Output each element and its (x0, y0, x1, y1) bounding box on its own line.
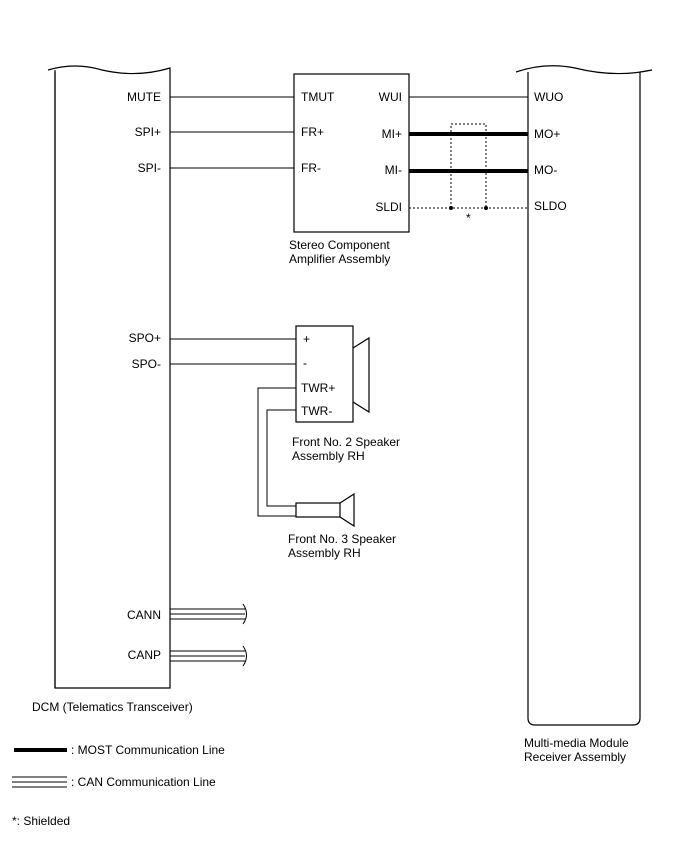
pin-fr-plus: FR+ (301, 125, 324, 139)
wire-twr-minus (266, 409, 296, 507)
pin-sldi: SLDI (375, 200, 402, 214)
pin-mo-plus: MO+ (534, 127, 560, 141)
speaker2-label-line2: Assembly RH (292, 449, 365, 463)
speaker2-box (295, 325, 354, 423)
legend-most-label: : MOST Communication Line (71, 743, 225, 757)
pin-wuo: WUO (534, 90, 563, 104)
pin-twr-plus: TWR+ (301, 381, 335, 395)
pin-mute: MUTE (127, 90, 161, 104)
speaker3-label-line1: Front No. 3 Speaker (288, 532, 396, 546)
pin-cann: CANN (127, 608, 161, 622)
dcm-body (47, 65, 171, 689)
shield-outline (450, 123, 487, 208)
receiver-body (515, 65, 653, 726)
pin-tmut: TMUT (301, 90, 335, 104)
pin-spi-minus: SPI- (138, 161, 161, 175)
pin-sldo: SLDO (534, 199, 567, 213)
pin-spo-minus: SPO- (132, 357, 161, 371)
pin-mo-minus: MO- (534, 163, 557, 177)
shield-mark: * (466, 211, 471, 225)
pin-wui: WUI (379, 90, 402, 104)
pin-speaker-minus: - (303, 356, 307, 370)
pin-fr-minus: FR- (301, 161, 321, 175)
speaker3-cone (339, 492, 355, 528)
speaker2-cone (352, 336, 370, 414)
pin-spo-plus: SPO+ (129, 331, 161, 345)
can-line-cann (170, 603, 247, 625)
wire-twr-plus (257, 387, 296, 517)
pin-mi-minus: MI- (385, 163, 402, 177)
amplifier-box (293, 73, 410, 233)
legend-can-label: : CAN Communication Line (71, 775, 216, 789)
legend-shielded: *: Shielded (12, 814, 70, 828)
dcm-label: DCM (Telematics Transceiver) (32, 700, 193, 714)
pin-speaker-plus: + (303, 332, 310, 346)
speaker3-box (295, 502, 341, 518)
pin-spi-plus: SPI+ (135, 125, 161, 139)
shield-dot-left (449, 206, 453, 210)
receiver-label-line1: Multi-media Module (524, 736, 629, 750)
pin-twr-minus: TWR- (301, 404, 332, 418)
pin-canp: CANP (128, 648, 161, 662)
amplifier-label-line2: Amplifier Assembly (289, 252, 390, 266)
speaker2-label-line1: Front No. 2 Speaker (292, 435, 400, 449)
receiver-label-line2: Receiver Assembly (524, 750, 626, 764)
amplifier-label-line1: Stereo Component (289, 238, 390, 252)
speaker3-label-line2: Assembly RH (288, 546, 361, 560)
can-line-canp (170, 645, 247, 667)
legend-can-swatch (12, 776, 67, 788)
pin-mi-plus: MI+ (382, 127, 402, 141)
shield-dot-right (484, 206, 488, 210)
